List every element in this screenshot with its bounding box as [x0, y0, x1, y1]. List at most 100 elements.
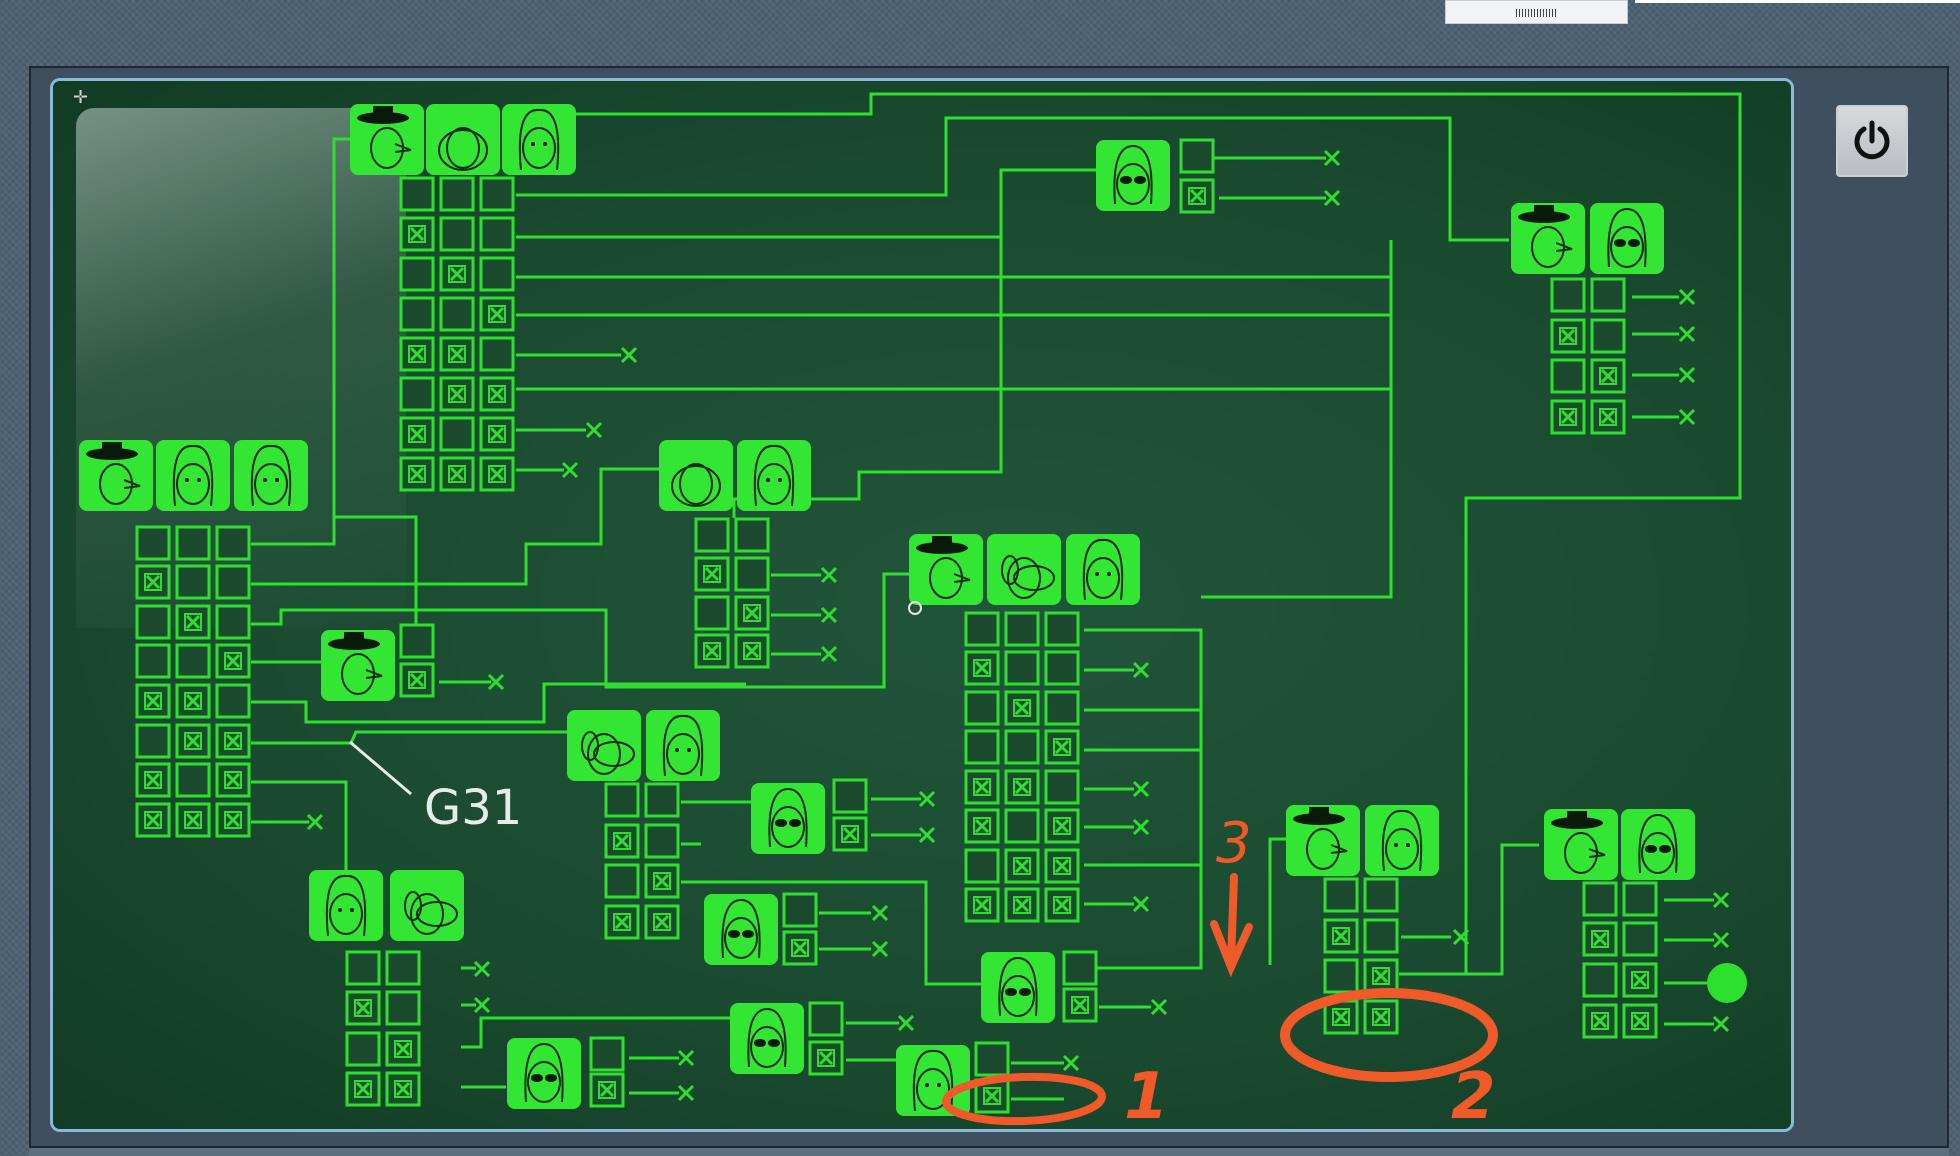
checkbox[interactable]	[135, 525, 171, 561]
checkbox[interactable]	[1550, 358, 1586, 394]
dog-icon[interactable]	[987, 534, 1061, 605]
checkbox[interactable]	[1622, 881, 1658, 917]
plus-icon[interactable]: ✛	[73, 87, 89, 108]
checkbox[interactable]	[1044, 769, 1080, 805]
checkbox[interactable]	[135, 643, 171, 679]
checkbox[interactable]	[604, 863, 640, 899]
checkbox[interactable]	[1004, 729, 1040, 765]
checkbox[interactable]	[1004, 808, 1040, 844]
checkbox[interactable]	[1044, 611, 1080, 647]
checkbox[interactable]	[1062, 950, 1098, 986]
stout-man-icon[interactable]	[659, 440, 733, 511]
checkbox[interactable]	[964, 848, 1000, 884]
x-terminal-icon[interactable]	[820, 566, 838, 584]
x-terminal-icon[interactable]	[1150, 998, 1168, 1016]
x-terminal-icon[interactable]	[918, 790, 936, 808]
x-terminal-icon[interactable]	[677, 1049, 695, 1067]
x-terminal-icon[interactable]	[1678, 288, 1696, 306]
checkbox[interactable]	[439, 296, 475, 332]
woman-icon[interactable]	[737, 440, 811, 511]
woman-icon[interactable]	[309, 870, 383, 941]
checkbox[interactable]	[1004, 690, 1040, 726]
x-terminal-icon[interactable]	[918, 826, 936, 844]
checkbox[interactable]	[215, 525, 251, 561]
checkbox[interactable]	[479, 216, 515, 252]
x-terminal-icon[interactable]	[871, 904, 889, 922]
checkbox[interactable]	[604, 782, 640, 818]
checkbox[interactable]	[1582, 881, 1618, 917]
checkbox[interactable]	[964, 690, 1000, 726]
alien-woman-icon[interactable]	[704, 894, 778, 965]
x-terminal-icon[interactable]	[1678, 366, 1696, 384]
checkbox[interactable]	[1622, 921, 1658, 957]
checkbox[interactable]	[439, 416, 475, 452]
x-terminal-icon[interactable]	[585, 421, 603, 439]
alien-woman-icon[interactable]	[981, 952, 1055, 1023]
checkbox[interactable]	[479, 336, 515, 372]
checkbox[interactable]	[215, 683, 251, 719]
checkbox[interactable]	[589, 1036, 625, 1072]
checkbox[interactable]	[479, 256, 515, 292]
checkbox[interactable]	[399, 376, 435, 412]
dog-icon[interactable]	[567, 710, 641, 781]
checkbox[interactable]	[974, 1041, 1010, 1077]
checkbox[interactable]	[808, 1001, 844, 1037]
checkbox[interactable]	[644, 823, 680, 859]
checkbox[interactable]	[479, 176, 515, 212]
checkbox[interactable]	[782, 892, 818, 928]
alien-woman-icon[interactable]	[751, 783, 825, 854]
x-terminal-icon[interactable]	[1678, 325, 1696, 343]
checkbox[interactable]	[694, 517, 730, 553]
x-terminal-icon[interactable]	[1678, 408, 1696, 426]
x-terminal-icon[interactable]	[1712, 891, 1730, 909]
checkbox[interactable]	[345, 950, 381, 986]
x-terminal-icon[interactable]	[820, 606, 838, 624]
checkbox[interactable]	[1550, 277, 1586, 313]
x-terminal-icon[interactable]	[1132, 818, 1150, 836]
checkbox[interactable]	[734, 556, 770, 592]
checkbox[interactable]	[135, 723, 171, 759]
x-terminal-icon[interactable]	[677, 1084, 695, 1102]
x-terminal-icon[interactable]	[1132, 780, 1150, 798]
checkbox[interactable]	[175, 564, 211, 600]
dog-icon[interactable]	[390, 870, 464, 941]
x-terminal-icon[interactable]	[1323, 149, 1341, 167]
long-hair-woman-icon[interactable]	[234, 440, 308, 511]
x-terminal-icon[interactable]	[1712, 1015, 1730, 1033]
checkbox[interactable]	[399, 623, 435, 659]
x-terminal-icon[interactable]	[820, 645, 838, 663]
checkbox[interactable]	[1323, 877, 1359, 913]
checkbox[interactable]	[1004, 611, 1040, 647]
checkbox[interactable]	[1179, 138, 1215, 174]
alien-woman-icon[interactable]	[730, 1003, 804, 1074]
alien-woman-icon[interactable]	[1096, 140, 1170, 211]
checkbox[interactable]	[399, 296, 435, 332]
stout-man-icon[interactable]	[426, 104, 500, 175]
checkbox[interactable]	[215, 564, 251, 600]
alien-woman-icon[interactable]	[1590, 203, 1664, 274]
checkbox[interactable]	[964, 729, 1000, 765]
x-terminal-icon[interactable]	[1323, 189, 1341, 207]
checkbox[interactable]	[1004, 650, 1040, 686]
long-hair-woman-icon[interactable]	[1365, 805, 1439, 876]
checkbox[interactable]	[439, 256, 475, 292]
checkbox[interactable]	[1363, 877, 1399, 913]
checkbox[interactable]	[399, 336, 435, 372]
x-terminal-icon[interactable]	[1452, 928, 1470, 946]
checkbox[interactable]	[215, 604, 251, 640]
checkbox[interactable]	[1590, 318, 1626, 354]
x-terminal-icon[interactable]	[487, 673, 505, 691]
x-terminal-icon[interactable]	[473, 960, 491, 978]
x-terminal-icon[interactable]	[1132, 661, 1150, 679]
woman-icon[interactable]	[1066, 534, 1140, 605]
checkbox[interactable]	[135, 604, 171, 640]
x-terminal-icon[interactable]	[620, 346, 638, 364]
checkbox[interactable]	[399, 176, 435, 212]
x-terminal-icon[interactable]	[1062, 1054, 1080, 1072]
alien-woman-icon[interactable]	[507, 1038, 581, 1109]
checkbox[interactable]	[1590, 277, 1626, 313]
checkbox[interactable]	[734, 633, 770, 669]
checkbox[interactable]	[385, 950, 421, 986]
checkbox[interactable]	[1062, 987, 1098, 1023]
checkbox[interactable]	[175, 643, 211, 679]
